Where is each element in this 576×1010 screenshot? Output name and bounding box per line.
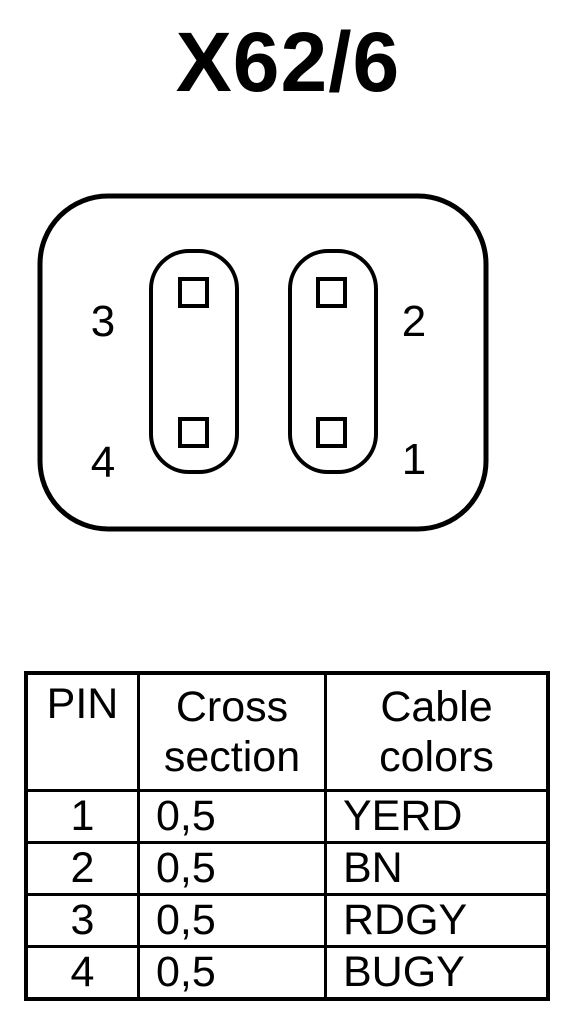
table-row: 4 0,5 BUGY	[24, 945, 550, 1001]
pin-label-2: 2	[402, 297, 426, 346]
contact-pin-4	[178, 417, 209, 448]
contact-pin-3	[178, 277, 209, 308]
table-header-row: PIN Cross section Cable colors	[24, 671, 550, 792]
contact-pin-2	[316, 277, 347, 308]
cell-cross-section: 0,5	[137, 893, 327, 948]
cell-cross-section: 0,5	[137, 789, 327, 844]
cell-cable-color: BN	[324, 841, 550, 896]
header-cable-colors: Cable colors	[324, 671, 550, 792]
cell-pin: 3	[24, 893, 140, 948]
cell-pin: 1	[24, 789, 140, 844]
table-row: 2 0,5 BN	[24, 841, 550, 896]
connector-diagram: 3 4 2 1	[37, 193, 489, 532]
cell-cable-color: RDGY	[324, 893, 550, 948]
cell-pin: 2	[24, 841, 140, 896]
header-cross-section: Cross section	[137, 671, 327, 792]
pin-label-1: 1	[402, 435, 426, 484]
table-row: 1 0,5 YERD	[24, 789, 550, 844]
pin-assignment-table: PIN Cross section Cable colors 1 0,5 YER…	[24, 671, 550, 1001]
contact-slot-left	[149, 249, 239, 474]
pin-label-4: 4	[91, 438, 115, 487]
connector-housing	[37, 193, 489, 532]
header-pin: PIN	[24, 671, 140, 792]
cell-cable-color: YERD	[324, 789, 550, 844]
connector-title: X62/6	[175, 15, 401, 109]
contact-pin-1	[316, 417, 347, 448]
table-row: 3 0,5 RDGY	[24, 893, 550, 948]
cell-cross-section: 0,5	[137, 945, 327, 1001]
pin-label-3: 3	[91, 297, 115, 346]
cell-cable-color: BUGY	[324, 945, 550, 1001]
cell-cross-section: 0,5	[137, 841, 327, 896]
contact-slot-right	[288, 249, 378, 474]
cell-pin: 4	[24, 945, 140, 1001]
